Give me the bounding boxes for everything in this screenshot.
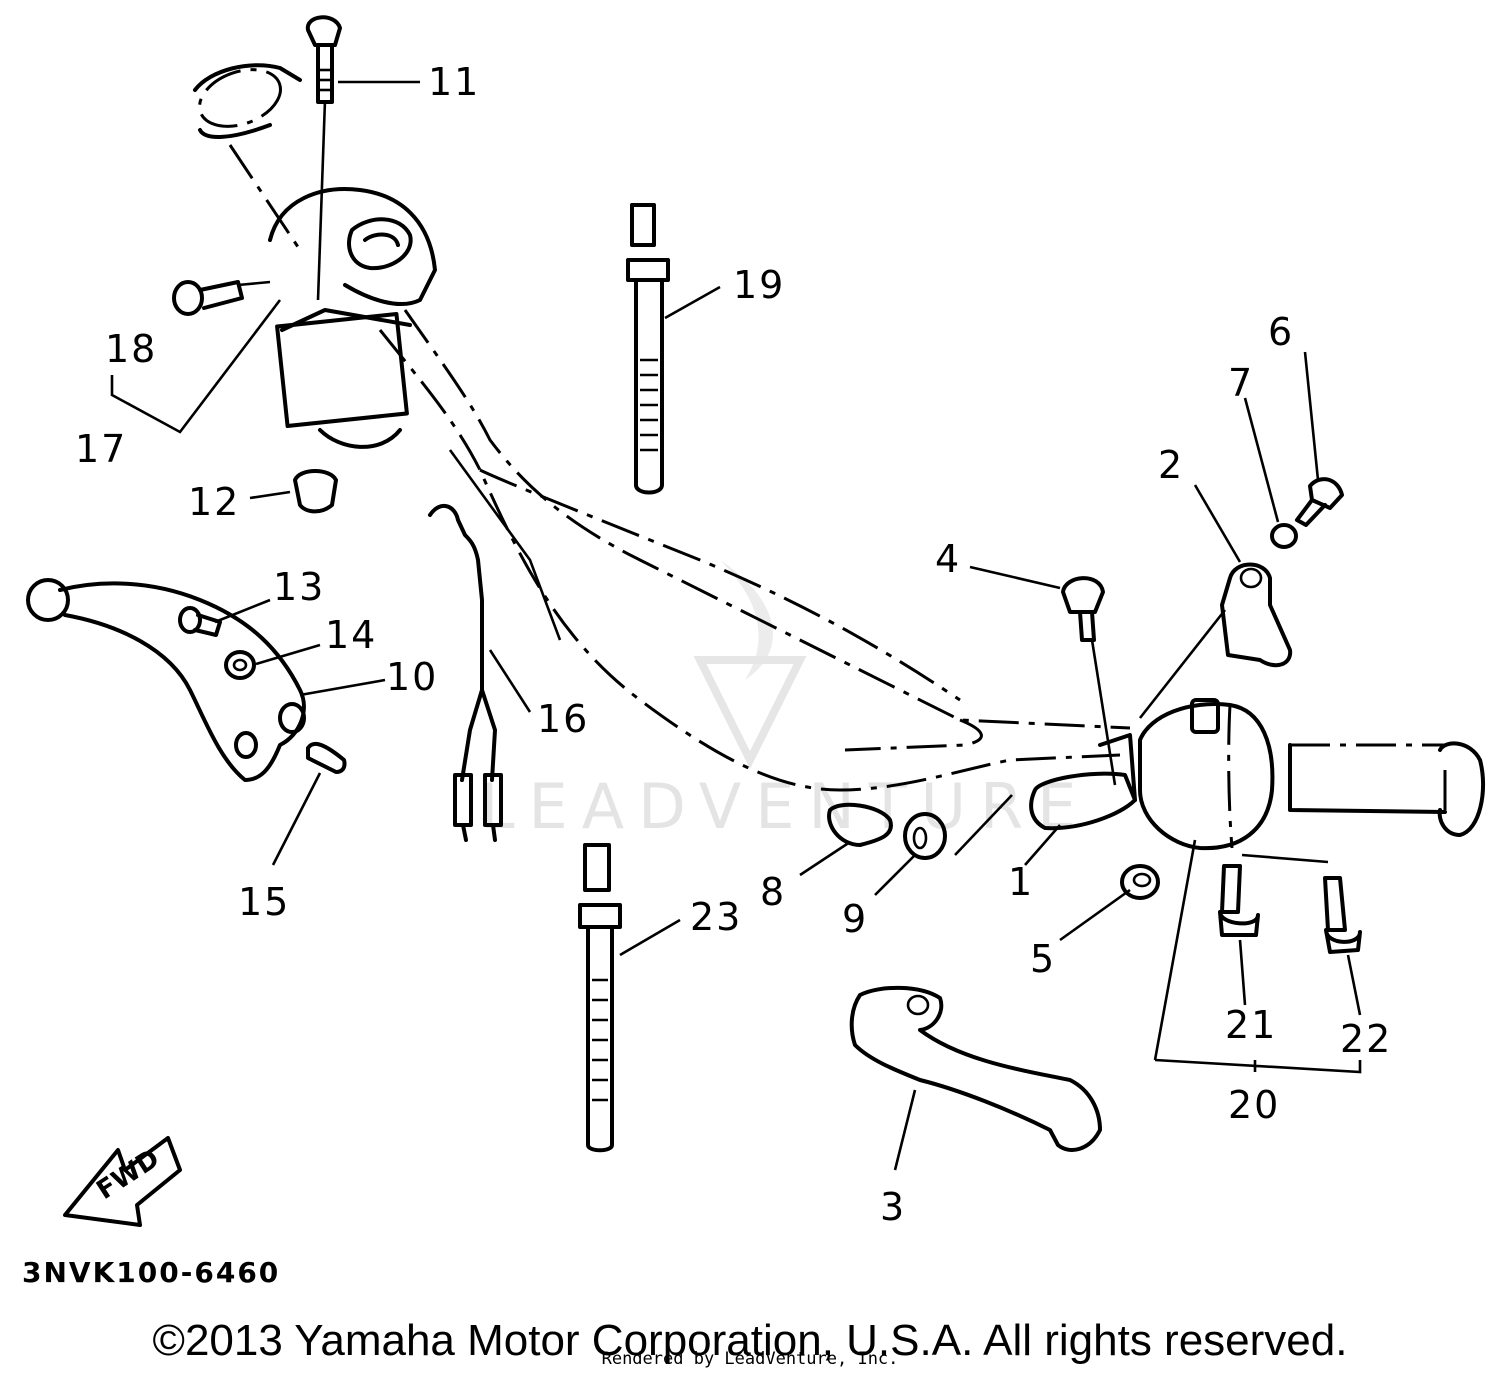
callout-8: 8 (760, 870, 786, 914)
right-switch-housing (1138, 698, 1275, 851)
callout-9: 9 (842, 897, 868, 941)
fwd-label: FWD (91, 1144, 164, 1206)
washer-7 (1270, 523, 1298, 549)
bolt-13 (178, 606, 222, 637)
copyright-notice: ©2013 Yamaha Motor Corporation, U.S.A. A… (152, 1316, 1348, 1365)
left-switch-housing (268, 187, 437, 449)
nut-12 (293, 469, 338, 514)
callout-21: 21 (1225, 1003, 1277, 1047)
left-grip (193, 63, 302, 251)
bolt-6 (1295, 477, 1344, 527)
cable-tie-23 (578, 843, 622, 1153)
callout-7: 7 (1228, 361, 1254, 405)
callout-12: 12 (188, 480, 240, 524)
grommet-8 (827, 802, 893, 847)
screw-21 (1218, 864, 1260, 937)
callout-19: 19 (733, 263, 785, 307)
callout-2: 2 (1158, 443, 1184, 487)
callout-6: 6 (1268, 310, 1294, 354)
callout-22: 22 (1340, 1017, 1392, 1061)
handlebar (378, 309, 1131, 792)
callout-labels: 1 2 3 4 5 6 7 8 9 10 11 12 13 14 15 16 1… (75, 60, 1392, 1229)
clutch-lever-left (26, 578, 306, 782)
callout-14: 14 (325, 613, 377, 657)
screw-11 (305, 15, 342, 104)
cable-tie-19 (626, 203, 670, 495)
callout-10: 10 (386, 655, 438, 699)
callout-15: 15 (238, 880, 290, 924)
bolt-4 (1061, 576, 1105, 642)
diagram-code: 3NVK100-6460 (22, 1256, 280, 1289)
rendered-by-notice: Rendered by LeadVenture, Inc. (601, 1349, 899, 1369)
callout-3: 3 (880, 1185, 906, 1229)
callout-16: 16 (537, 697, 589, 741)
callout-18: 18 (105, 327, 157, 371)
callout-20: 20 (1228, 1083, 1280, 1127)
callout-13: 13 (273, 565, 325, 609)
nut-14 (224, 650, 256, 680)
bracket-2 (1220, 562, 1293, 668)
callout-23: 23 (690, 895, 742, 939)
callout-4: 4 (935, 537, 961, 581)
washer-9 (903, 812, 947, 860)
master-cylinder-1 (1029, 733, 1137, 831)
screw-22 (1323, 876, 1362, 954)
brake-lever-3 (849, 985, 1102, 1152)
nut-5 (1120, 864, 1160, 900)
right-grip (1288, 741, 1485, 837)
screw-15 (306, 741, 347, 774)
callout-17: 17 (75, 427, 127, 471)
callout-5: 5 (1030, 937, 1056, 981)
callout-1: 1 (1008, 860, 1034, 904)
screw-18 (172, 280, 244, 316)
callout-11: 11 (428, 60, 480, 104)
leader-lines (110, 80, 1362, 1171)
fwd-arrow: FWD (63, 1136, 182, 1227)
wire-harness-16 (428, 504, 503, 842)
